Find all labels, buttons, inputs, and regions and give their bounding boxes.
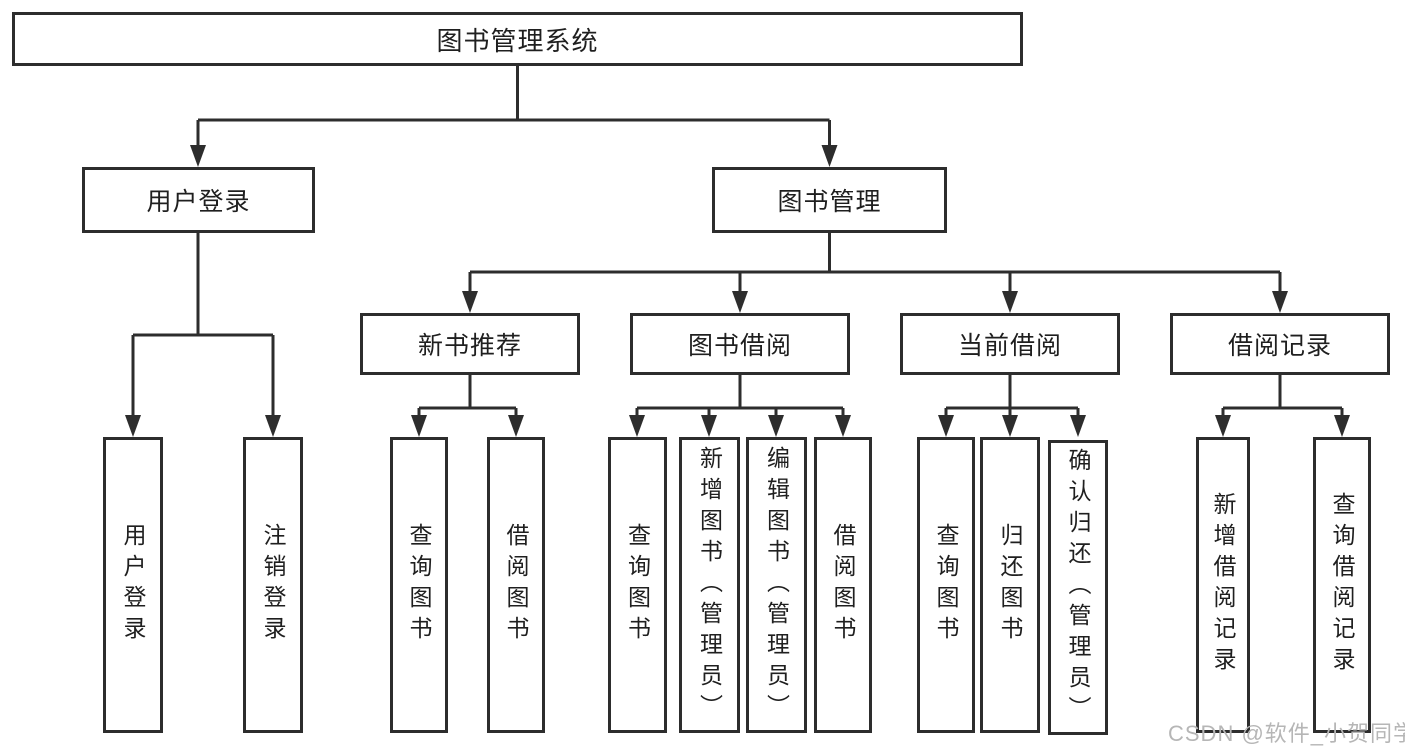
node-user-login-label: 用户登录 <box>146 188 251 216</box>
watermark: CSDN @软件_小贺同学 <box>1168 721 1405 746</box>
node-new-book-recommend: 新书推荐 <box>360 313 580 375</box>
connector-paths <box>131 66 1344 417</box>
leaf-query-books-recommend: 查询图书 <box>390 437 448 733</box>
node-borrow-records-label: 借阅记录 <box>1227 332 1332 360</box>
leaf-return-books-label: 归还图书 <box>997 523 1023 647</box>
node-root-label: 图书管理系统 <box>436 25 599 56</box>
node-book-borrow: 图书借阅 <box>630 313 850 375</box>
leaf-logout: 注销登录 <box>243 437 303 733</box>
arrowheads <box>125 145 1350 437</box>
leaf-query-books-borrow-label: 查询图书 <box>624 523 651 647</box>
leaf-borrow-books-recommend: 借阅图书 <box>487 437 545 733</box>
node-book-management-label: 图书管理 <box>777 188 882 216</box>
leaf-query-books-current: 查询图书 <box>917 437 975 733</box>
leaf-query-borrow-record: 查询借阅记录 <box>1313 437 1371 733</box>
node-new-book-recommend-label: 新书推荐 <box>417 332 522 360</box>
leaf-confirm-return-admin-label: 确认归还（管理员） <box>1065 448 1091 727</box>
node-root: 图书管理系统 <box>12 12 1023 66</box>
node-current-borrow: 当前借阅 <box>900 313 1120 375</box>
node-book-borrow-label: 图书借阅 <box>687 332 792 360</box>
leaf-borrow-books-recommend-label: 借阅图书 <box>503 523 529 647</box>
leaf-query-books-borrow: 查询图书 <box>608 437 667 733</box>
leaf-query-borrow-record-label: 查询借阅记录 <box>1329 492 1355 678</box>
leaf-borrow-books: 借阅图书 <box>814 437 872 733</box>
node-book-management: 图书管理 <box>712 167 947 233</box>
leaf-add-books-admin: 新增图书（管理员） <box>679 437 740 733</box>
leaf-user-login: 用户登录 <box>103 437 163 733</box>
leaf-user-login-label: 用户登录 <box>120 523 146 647</box>
node-user-login: 用户登录 <box>82 167 315 233</box>
leaf-add-borrow-record-label: 新增借阅记录 <box>1210 492 1236 678</box>
leaf-borrow-books-label: 借阅图书 <box>830 523 856 647</box>
leaf-edit-books-admin: 编辑图书（管理员） <box>746 437 807 733</box>
node-borrow-records: 借阅记录 <box>1170 313 1390 375</box>
leaf-confirm-return-admin: 确认归还（管理员） <box>1048 440 1108 735</box>
leaf-add-borrow-record: 新增借阅记录 <box>1196 437 1250 733</box>
node-current-borrow-label: 当前借阅 <box>957 332 1062 360</box>
leaf-query-books-recommend-label: 查询图书 <box>406 523 432 647</box>
leaf-logout-label: 注销登录 <box>260 523 286 647</box>
leaf-return-books: 归还图书 <box>980 437 1040 733</box>
leaf-query-books-current-label: 查询图书 <box>933 523 959 647</box>
leaf-add-books-admin-label: 新增图书（管理员） <box>696 445 723 725</box>
leaf-edit-books-admin-label: 编辑图书（管理员） <box>763 445 790 725</box>
